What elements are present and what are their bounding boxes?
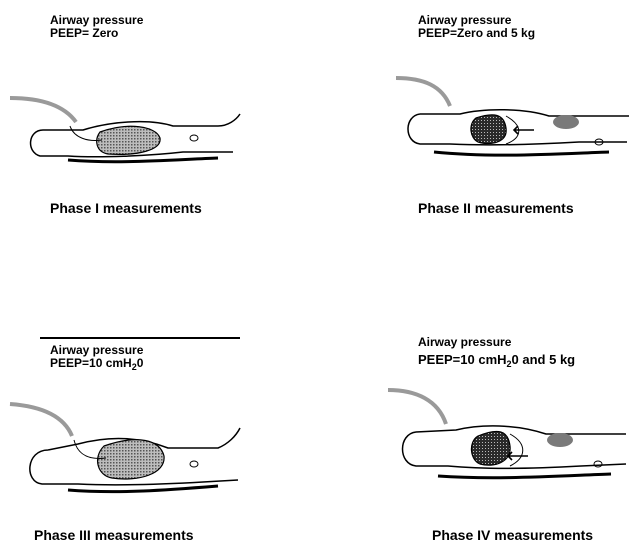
table-line	[68, 486, 218, 492]
supine-figure-phase-1	[8, 90, 248, 180]
hand-icon	[190, 135, 198, 141]
hand-icon	[594, 461, 602, 467]
arrow-left-icon	[508, 452, 528, 460]
panel-1-caption-line2: PEEP= Zero	[50, 27, 143, 40]
weight-5kg	[553, 115, 579, 129]
panel-1-caption: Airway pressure PEEP= Zero	[50, 14, 143, 40]
ventilator-tube	[388, 390, 446, 424]
panel-3-caption-line2: PEEP=10 cmH20	[50, 357, 143, 370]
ventilator-tube	[10, 98, 76, 122]
panel-3-title: Phase III measurements	[34, 527, 194, 543]
panel-1-title: Phase I measurements	[50, 200, 202, 216]
arrow-left-icon	[514, 126, 534, 134]
table-line	[68, 158, 218, 162]
table-line	[434, 152, 609, 155]
panel-2-caption: Airway pressure PEEP=Zero and 5 kg	[418, 14, 535, 40]
ventilator-tube	[10, 404, 72, 436]
panel-2-caption-line2: PEEP=Zero and 5 kg	[418, 27, 535, 40]
supine-figure-phase-2	[394, 72, 631, 172]
panel-4-title: Phase IV measurements	[432, 527, 593, 543]
weight-5kg	[547, 433, 573, 447]
panel-2-title: Phase II measurements	[418, 200, 574, 216]
body-outline	[403, 426, 627, 468]
table-line	[438, 474, 611, 478]
abdomen-boundary	[510, 434, 523, 466]
lung-shape	[98, 440, 165, 479]
panel-4-caption-line1: Airway pressure	[418, 336, 575, 349]
top-rule	[40, 337, 240, 339]
panel-4-caption: Airway pressure PEEP=10 cmH20 and 5 kg	[418, 336, 575, 366]
lung-shape	[471, 115, 506, 144]
panel-4-caption-line2: PEEP=10 cmH20 and 5 kg	[418, 353, 575, 366]
supine-figure-phase-3	[8, 396, 248, 506]
ventilator-tube	[396, 78, 450, 106]
hand-icon	[190, 461, 198, 467]
supine-figure-phase-4	[386, 382, 631, 492]
panel-3-caption: Airway pressure PEEP=10 cmH20	[50, 344, 143, 370]
lung-shape	[471, 431, 510, 465]
lung-shape	[97, 126, 160, 154]
